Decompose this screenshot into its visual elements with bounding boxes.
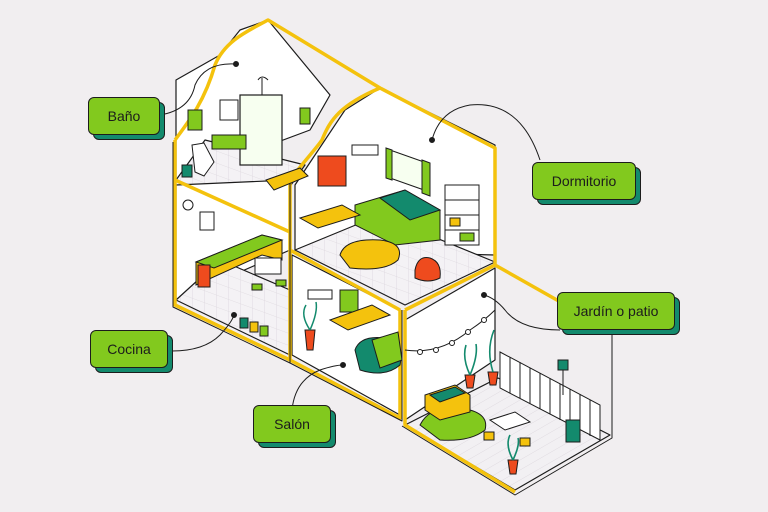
- label-dormitorio: Dormitorio: [532, 162, 641, 205]
- bedroom-rug: [339, 239, 400, 270]
- sink-cabinet: [211, 134, 247, 150]
- label-dormitorio-text: Dormitorio: [532, 162, 636, 200]
- towel-rack: [299, 107, 311, 125]
- living-ac: [307, 289, 333, 300]
- patio-items: [404, 309, 601, 475]
- stool-1: [251, 283, 263, 291]
- label-jardin-text: Jardín o patio: [557, 292, 675, 330]
- label-bano-text: Baño: [88, 97, 160, 135]
- bean-bag: [414, 257, 441, 282]
- shower-glass: [239, 94, 283, 166]
- sofa-cushion: [428, 386, 467, 403]
- kitchen-items: [182, 199, 287, 337]
- label-salon-text: Salón: [253, 405, 331, 443]
- curtain-right: [421, 159, 431, 197]
- recycle-bin-2: [249, 321, 259, 333]
- stool-2: [275, 279, 287, 287]
- bath-mat: [265, 167, 309, 191]
- connector-salon: [291, 364, 344, 411]
- plant-pot-1: [464, 374, 476, 389]
- fridge: [197, 264, 211, 288]
- toilet: [191, 142, 215, 177]
- connector-cocina: [154, 314, 235, 352]
- recycle-bin-1: [239, 317, 249, 329]
- plant-pot-2: [487, 371, 499, 386]
- air-conditioner: [351, 144, 379, 156]
- bedroom-items: [298, 144, 480, 282]
- patio-chair-1: [483, 431, 495, 441]
- tv-stand: [328, 304, 392, 331]
- armchair: [371, 331, 403, 369]
- mirror: [219, 99, 239, 121]
- bed-sheet: [378, 189, 442, 221]
- wall-art: [317, 155, 347, 187]
- cabinet: [187, 109, 203, 131]
- bathroom-items: [181, 76, 311, 191]
- curtain-left: [385, 147, 393, 181]
- bookshelf-item-2: [459, 232, 475, 242]
- connector-bano: [159, 63, 237, 116]
- label-cocina: Cocina: [90, 330, 173, 373]
- living-items: [303, 289, 403, 374]
- range-hood: [199, 211, 215, 231]
- patio-sign: [557, 359, 569, 371]
- plant-living: [304, 329, 316, 351]
- recycle-bin-3: [259, 325, 269, 337]
- tv: [339, 289, 359, 313]
- kitchen-table: [254, 257, 282, 275]
- connector-dormitorio: [431, 104, 541, 161]
- water-barrel: [565, 419, 581, 443]
- desk: [298, 204, 362, 229]
- wall-clock: [182, 199, 194, 211]
- bookshelf-item: [449, 217, 461, 227]
- patio-chair-2: [519, 437, 531, 447]
- label-bano: Baño: [88, 97, 165, 140]
- label-jardin: Jardín o patio: [557, 292, 680, 335]
- house-frame-outline: [172, 142, 613, 496]
- label-cocina-text: Cocina: [90, 330, 168, 368]
- patio-table: [488, 411, 532, 431]
- waste-bin: [181, 164, 193, 178]
- plant-pot-3: [507, 459, 519, 475]
- label-salon: Salón: [253, 405, 336, 448]
- connector-lines: [154, 61, 561, 411]
- connector-jardin: [483, 294, 561, 331]
